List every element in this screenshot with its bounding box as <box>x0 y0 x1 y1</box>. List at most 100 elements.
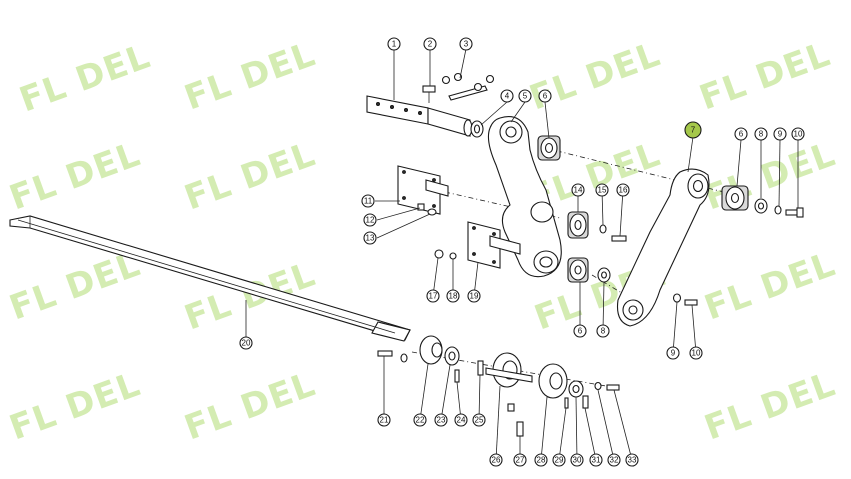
shaft-part <box>9 215 411 342</box>
callout-13[interactable]: 13 <box>363 231 377 245</box>
callout-label: 19 <box>470 292 479 301</box>
watermark-text: FL DEL <box>179 34 320 118</box>
watermark-text: FL DEL <box>179 364 320 448</box>
callout-26[interactable]: 26 <box>489 453 503 467</box>
callout-label: 14 <box>574 186 583 195</box>
watermark-text: FL DEL <box>699 134 840 218</box>
callout-8[interactable]: 8 <box>596 324 610 338</box>
callout-2[interactable]: 2 <box>423 37 437 51</box>
callout-label: 10 <box>794 130 803 139</box>
callout-10[interactable]: 10 <box>791 127 805 141</box>
callout-label: 12 <box>366 216 375 225</box>
callout-14[interactable]: 14 <box>571 183 585 197</box>
callout-9[interactable]: 9 <box>666 346 680 360</box>
callout-label: 28 <box>537 456 546 465</box>
callout-label: 6 <box>739 130 744 139</box>
callout-labels: 1 2 3 4 5 6 7 6 8 9 10 11 12 13 14 15 16… <box>239 37 805 467</box>
callout-3[interactable]: 3 <box>459 37 473 51</box>
callout-7-highlighted[interactable]: 7 <box>684 121 702 139</box>
callout-label: 15 <box>598 186 607 195</box>
callout-18[interactable]: 18 <box>446 289 460 303</box>
callout-20[interactable]: 20 <box>239 336 253 350</box>
callout-8[interactable]: 8 <box>754 127 768 141</box>
callout-label: 18 <box>449 292 458 301</box>
callout-label: 6 <box>543 92 548 101</box>
callout-label: 1 <box>392 40 397 49</box>
callout-11[interactable]: 11 <box>361 194 375 208</box>
callout-label: 21 <box>380 416 389 425</box>
callout-22[interactable]: 22 <box>413 413 427 427</box>
callout-6[interactable]: 6 <box>734 127 748 141</box>
callout-label: 9 <box>671 349 676 358</box>
callout-21[interactable]: 21 <box>377 413 391 427</box>
callout-label: 3 <box>464 40 469 49</box>
callout-label: 11 <box>364 197 373 206</box>
callout-4[interactable]: 4 <box>500 89 514 103</box>
callout-29[interactable]: 29 <box>552 453 566 467</box>
callout-17[interactable]: 17 <box>426 289 440 303</box>
callout-label: 8 <box>601 327 606 336</box>
callout-label: 13 <box>366 234 375 243</box>
callout-label: 10 <box>692 349 701 358</box>
callout-31[interactable]: 31 <box>589 453 603 467</box>
callout-30[interactable]: 30 <box>570 453 584 467</box>
callout-24[interactable]: 24 <box>454 413 468 427</box>
callout-27[interactable]: 27 <box>513 453 527 467</box>
callout-25[interactable]: 25 <box>472 413 486 427</box>
watermark-text: FL DEL <box>179 134 320 218</box>
mounting-plates <box>397 165 521 269</box>
callout-19[interactable]: 19 <box>467 289 481 303</box>
callout-6[interactable]: 6 <box>573 324 587 338</box>
bushing-parts <box>537 135 627 283</box>
callout-label: 32 <box>610 456 619 465</box>
watermark-text: FL DEL <box>699 364 840 448</box>
callout-23[interactable]: 23 <box>434 413 448 427</box>
callout-label: 9 <box>778 130 783 139</box>
callout-32[interactable]: 32 <box>607 453 621 467</box>
callout-label: 26 <box>492 456 501 465</box>
callout-label: 29 <box>555 456 564 465</box>
callout-9[interactable]: 9 <box>773 127 787 141</box>
callout-label: 5 <box>523 92 528 101</box>
callout-label: 23 <box>437 416 446 425</box>
top-bracket-assembly <box>366 72 495 137</box>
callout-16[interactable]: 16 <box>616 183 630 197</box>
watermark-text: FL DEL <box>14 36 155 120</box>
callout-label: 25 <box>475 416 484 425</box>
callout-label: 6 <box>578 327 583 336</box>
callout-label: 7 <box>691 126 696 135</box>
callout-label: 24 <box>457 416 466 425</box>
callout-label: 31 <box>592 456 601 465</box>
callout-label: 20 <box>242 339 251 348</box>
watermark-text: FL DEL <box>694 34 835 118</box>
callout-label: 17 <box>429 292 438 301</box>
washer-part <box>470 120 484 138</box>
callout-12[interactable]: 12 <box>363 213 377 227</box>
callout-label: 22 <box>416 416 425 425</box>
callout-10[interactable]: 10 <box>689 346 703 360</box>
watermark-text: FL DEL <box>699 244 840 328</box>
callout-6[interactable]: 6 <box>538 89 552 103</box>
callout-5[interactable]: 5 <box>518 89 532 103</box>
right-hardware <box>672 185 804 306</box>
callout-label: 16 <box>619 186 628 195</box>
callout-label: 4 <box>505 92 510 101</box>
callout-label: 8 <box>759 130 764 139</box>
callout-label: 2 <box>428 40 433 49</box>
callout-33[interactable]: 33 <box>625 453 639 467</box>
bottom-hub-assembly <box>377 335 620 437</box>
watermark-text: FL DEL <box>4 364 145 448</box>
callout-label: 30 <box>573 456 582 465</box>
watermark-text: FL DEL <box>4 134 145 218</box>
watermark-text: FL DEL <box>4 244 145 328</box>
watermark-layer: FL DEL FL DEL FL DEL FL DEL FL DEL FL DE… <box>4 34 840 448</box>
callout-1[interactable]: 1 <box>387 37 401 51</box>
main-lever-part <box>487 116 562 278</box>
callout-28[interactable]: 28 <box>534 453 548 467</box>
callout-label: 27 <box>516 456 525 465</box>
callout-label: 33 <box>628 456 637 465</box>
secondary-lever-part <box>616 168 710 327</box>
callout-15[interactable]: 15 <box>595 183 609 197</box>
